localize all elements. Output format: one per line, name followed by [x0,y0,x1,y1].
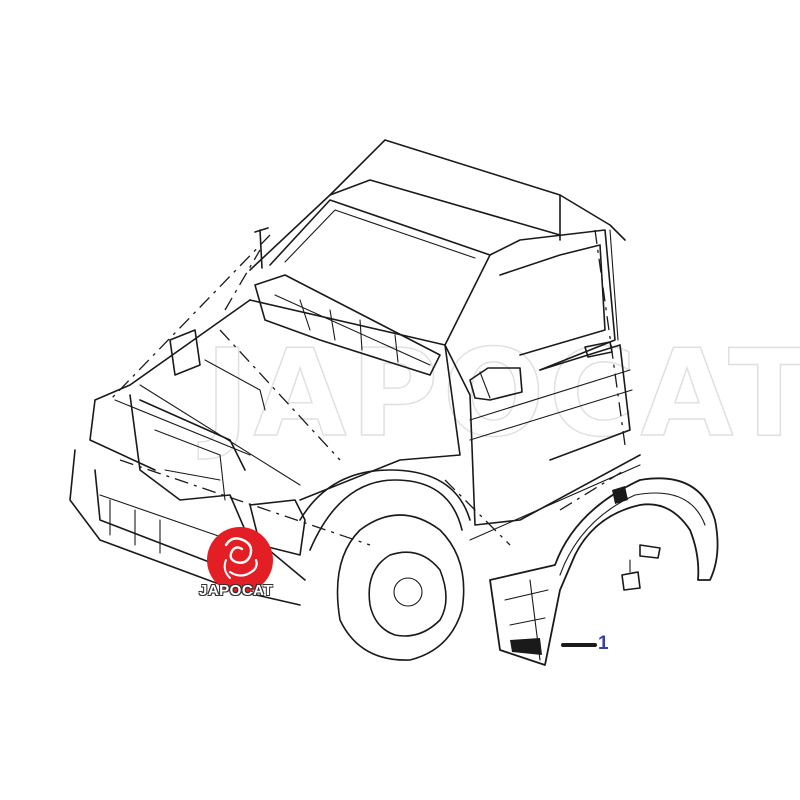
watermark: JAPOCAT [198,325,800,464]
japocat-logo [207,527,273,593]
logo-text: JAPOCAT [199,582,274,599]
front-fender-liner-part[interactable] [489,477,719,666]
callout-number-1[interactable]: 1 [598,633,609,654]
leader-lines [109,229,626,546]
